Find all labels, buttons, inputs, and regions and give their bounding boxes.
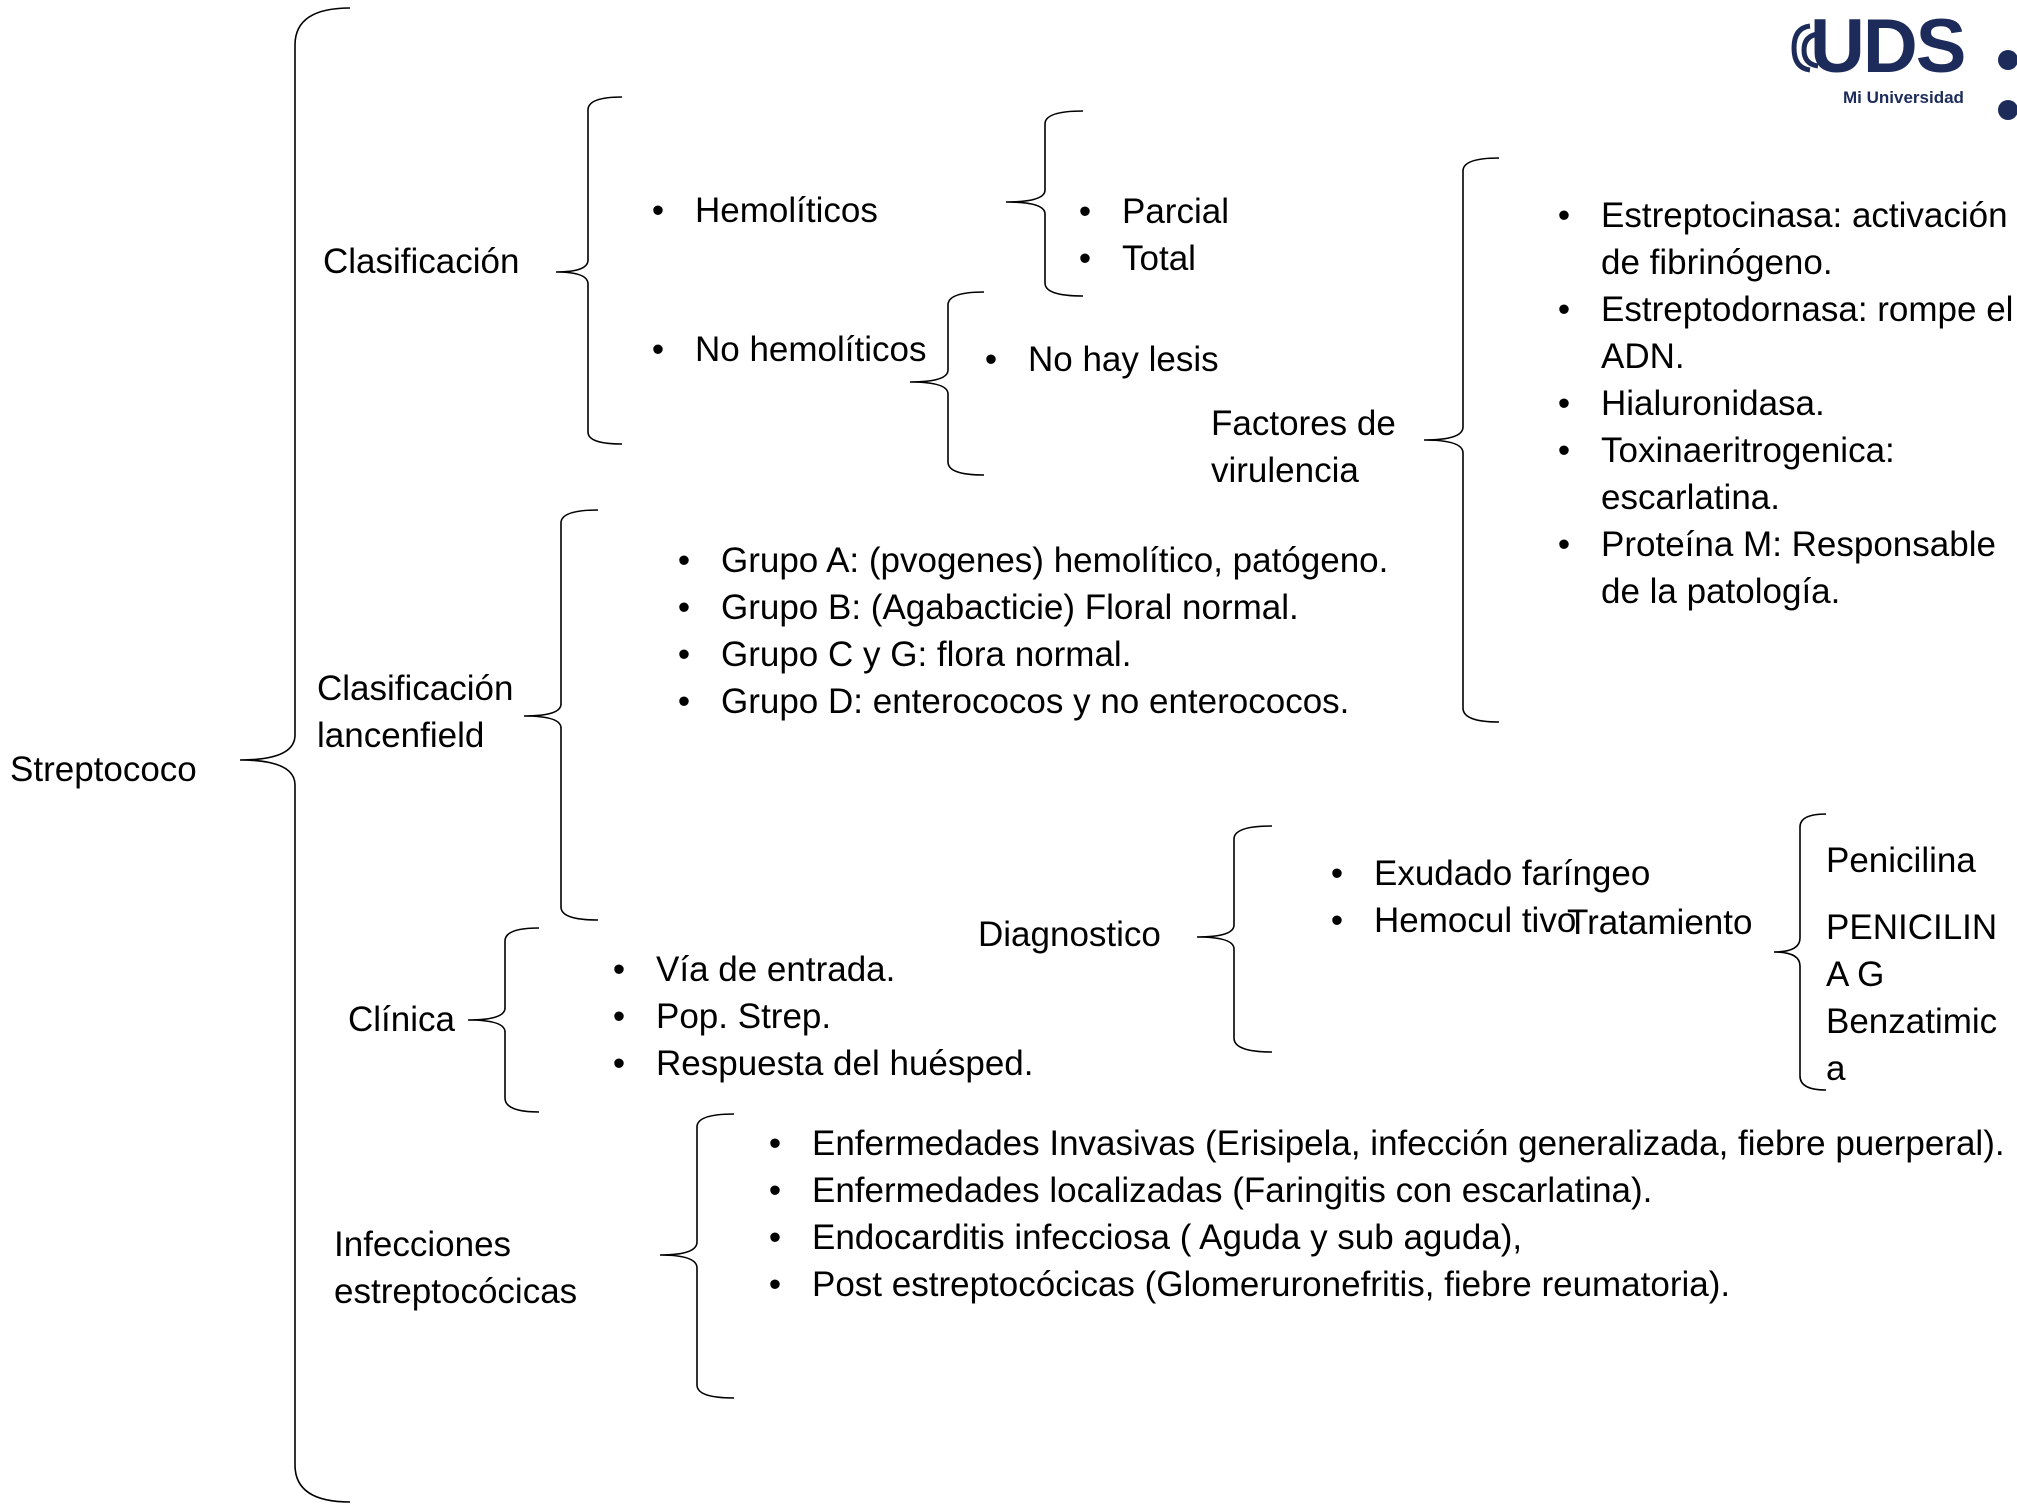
hemoliticos-bracket xyxy=(1005,110,1084,297)
list-item: Estreptodornasa: rompe el ADN. xyxy=(1554,286,2017,380)
infecciones-bracket xyxy=(659,1113,735,1399)
list-item: No hay lesis xyxy=(981,336,1219,383)
list-item: Post estreptocócicas (Glomeruronefritis,… xyxy=(765,1261,2005,1308)
tratamiento-label: Tratamiento xyxy=(1567,903,1753,942)
uds-logo: UDS Mi Universidad xyxy=(1788,4,2017,123)
list-item: Estreptocinasa: activación de fibrinógen… xyxy=(1554,192,2017,286)
list-item: Grupo D: enterococos y no enterococos. xyxy=(674,678,1388,725)
no-lesis-list: No hay lesis xyxy=(981,336,1219,383)
logo-tagline: Mi Universidad xyxy=(1843,88,1964,107)
list-item: Grupo C y G: flora normal. xyxy=(674,631,1388,678)
list-item: Total xyxy=(1075,235,1229,282)
tratamiento-item-penicilina: Penicilina xyxy=(1826,841,1976,880)
list-item: Parcial xyxy=(1075,188,1229,235)
tratamiento-item-penicilina-g: PENICILIN A G Benzatimic a xyxy=(1826,908,1998,1088)
list-item: Hialuronidasa. xyxy=(1554,380,2017,427)
root-label: Streptococo xyxy=(10,750,197,789)
diagnostico-label: Diagnostico xyxy=(978,915,1161,954)
lancefield-label: Clasificación lancenfield xyxy=(317,669,514,755)
tratamiento-bracket xyxy=(1773,813,1827,1091)
infecciones-list: Enfermedades Invasivas (Erisipela, infec… xyxy=(765,1120,2005,1308)
list-item: Endocarditis infecciosa ( Aguda y sub ag… xyxy=(765,1214,2005,1261)
clinica-bracket xyxy=(467,927,540,1113)
hemoliticos-list: Hemolíticos xyxy=(648,187,878,234)
lancefield-bracket xyxy=(523,509,599,921)
virulencia-label: Factores de virulencia xyxy=(1211,404,1396,490)
infecciones-label: Infecciones estreptocócicas xyxy=(334,1225,578,1311)
no-hemoliticos-list: No hemolíticos xyxy=(648,326,926,373)
list-item: Respuesta del huésped. xyxy=(609,1040,1034,1087)
diagnostico-list: Exudado faríngeo Hemocul tivo xyxy=(1327,850,1650,944)
logo-emblem xyxy=(1791,23,1819,73)
clasificacion-bracket xyxy=(555,96,623,445)
list-item: Hemolíticos xyxy=(648,187,878,234)
no-hemoliticos-bracket xyxy=(909,291,985,476)
virulencia-bracket xyxy=(1423,157,1500,723)
list-item: Hemocul tivo xyxy=(1327,897,1650,944)
list-item: Pop. Strep. xyxy=(609,993,1034,1040)
list-item: Toxinaeritrogenica: escarlatina. xyxy=(1554,427,2017,521)
list-item: Proteína M: Responsable de la patología. xyxy=(1554,521,2017,615)
clasificacion-label: Clasificación xyxy=(323,242,520,281)
lancefield-list: Grupo A: (pvogenes) hemolítico, patógeno… xyxy=(674,537,1388,725)
list-item: No hemolíticos xyxy=(648,326,926,373)
list-item: Enfermedades localizadas (Faringitis con… xyxy=(765,1167,2005,1214)
clinica-list: Vía de entrada. Pop. Strep. Respuesta de… xyxy=(609,946,1034,1087)
list-item: Exudado faríngeo xyxy=(1327,850,1650,897)
virulencia-list: Estreptocinasa: activación de fibrinógen… xyxy=(1554,192,2017,615)
clinica-label: Clínica xyxy=(348,1000,455,1039)
list-item: Vía de entrada. xyxy=(609,946,1034,993)
list-item: Enfermedades Invasivas (Erisipela, infec… xyxy=(765,1120,2005,1167)
logo-wordmark: UDS xyxy=(1810,4,1966,89)
parcial-total-list: Parcial Total xyxy=(1075,188,1229,282)
list-item: Grupo A: (pvogenes) hemolítico, patógeno… xyxy=(674,537,1388,584)
diagnostico-bracket xyxy=(1196,825,1273,1053)
list-item: Grupo B: (Agabacticie) Floral normal. xyxy=(674,584,1388,631)
main-bracket xyxy=(239,7,351,1503)
logo-dots xyxy=(1998,50,2017,120)
